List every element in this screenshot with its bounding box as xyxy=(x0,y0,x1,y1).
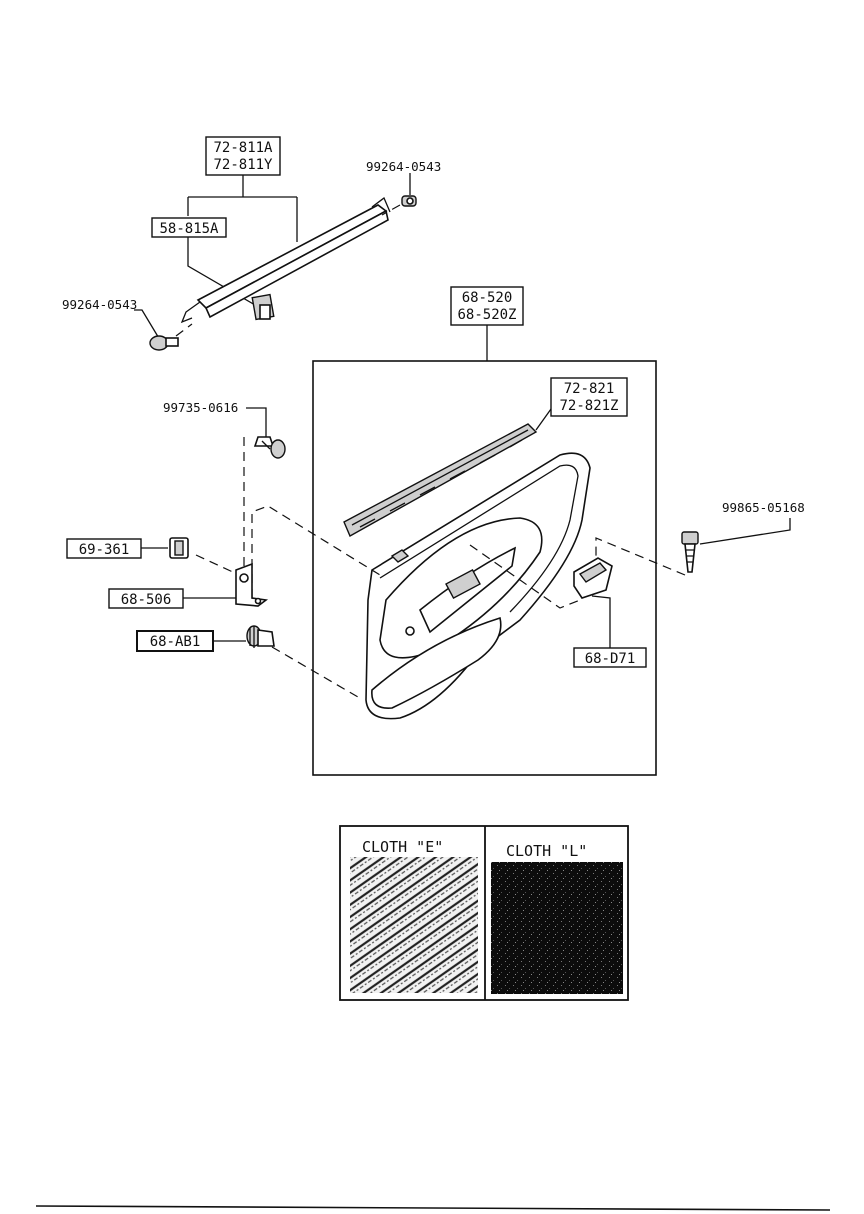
clip-58-label-box: 58-815A xyxy=(151,217,227,238)
fastener-68ab-label-box: 68-AB1 xyxy=(136,630,214,652)
cloth-e-swatch xyxy=(350,857,478,993)
rail-leader xyxy=(187,175,298,242)
rail-part-a: 72-811A xyxy=(213,140,273,156)
clip-69-icon xyxy=(169,537,189,559)
clip-69-part: 69-361 xyxy=(79,542,130,558)
clip-69-label-box: 69-361 xyxy=(66,538,142,559)
fastener-68ab-icon xyxy=(246,625,275,648)
cup-68d-leader xyxy=(591,595,611,648)
bracket-68-part: 68-506 xyxy=(121,592,172,608)
cup-68d-part: 68-D71 xyxy=(585,651,636,667)
rail-end-clip xyxy=(251,293,275,321)
panel-label-box: 68-520 68-520Z xyxy=(450,286,524,326)
bottom-rule xyxy=(35,1205,831,1211)
guide-fastener xyxy=(271,646,359,698)
panel-part-z: 68-520Z xyxy=(457,307,516,323)
cloth-e-label: CLOTH "E" xyxy=(362,838,443,856)
bracket-68-label-box: 68-506 xyxy=(108,588,184,609)
weatherstrip-leader xyxy=(535,408,552,431)
weatherstrip xyxy=(343,423,538,537)
rail-label-box: 72-811A 72-811Y xyxy=(205,136,281,176)
screw-left-label: 99264-0543 xyxy=(62,297,137,312)
panel-part-a: 68-520 xyxy=(462,290,513,306)
cloth-l-swatch xyxy=(491,862,623,994)
weatherstrip-part-a: 72-821 xyxy=(564,381,615,397)
screw-left-icon xyxy=(149,323,193,351)
bracket-68-icon xyxy=(235,562,269,607)
bolt-99735-leader xyxy=(246,407,267,438)
fastener-68ab-part: 68-AB1 xyxy=(150,634,201,650)
clip-58-part: 58-815A xyxy=(159,221,219,237)
guide-screw-right xyxy=(595,537,686,576)
bolt-99735-label: 99735-0616 xyxy=(163,400,238,415)
screw-99865-leader xyxy=(699,518,791,545)
cloth-l-label: CLOTH "L" xyxy=(506,842,587,860)
door-trim-rail xyxy=(180,196,391,324)
door-trim-panel xyxy=(365,452,591,720)
cup-68d-icon xyxy=(573,557,613,599)
screw-left-leader xyxy=(134,309,161,341)
guide-cup xyxy=(469,544,581,609)
panel-frame xyxy=(312,360,657,776)
screw-99865-icon xyxy=(681,531,699,573)
screw-top-label: 99264-0543 xyxy=(366,159,441,174)
cloth-legend: CLOTH "E" CLOTH "L" xyxy=(339,825,629,1001)
guide-bracket xyxy=(251,505,381,598)
weatherstrip-label-box: 72-821 72-821Z xyxy=(550,377,628,417)
screw-99865-label: 99865-05168 xyxy=(722,500,805,515)
rail-part-y: 72-811Y xyxy=(213,157,273,173)
bolt-99735-icon xyxy=(253,436,286,459)
cup-68d-label-box: 68-D71 xyxy=(573,647,647,668)
screw-top-icon xyxy=(381,195,417,216)
weatherstrip-part-z: 72-821Z xyxy=(559,398,618,414)
